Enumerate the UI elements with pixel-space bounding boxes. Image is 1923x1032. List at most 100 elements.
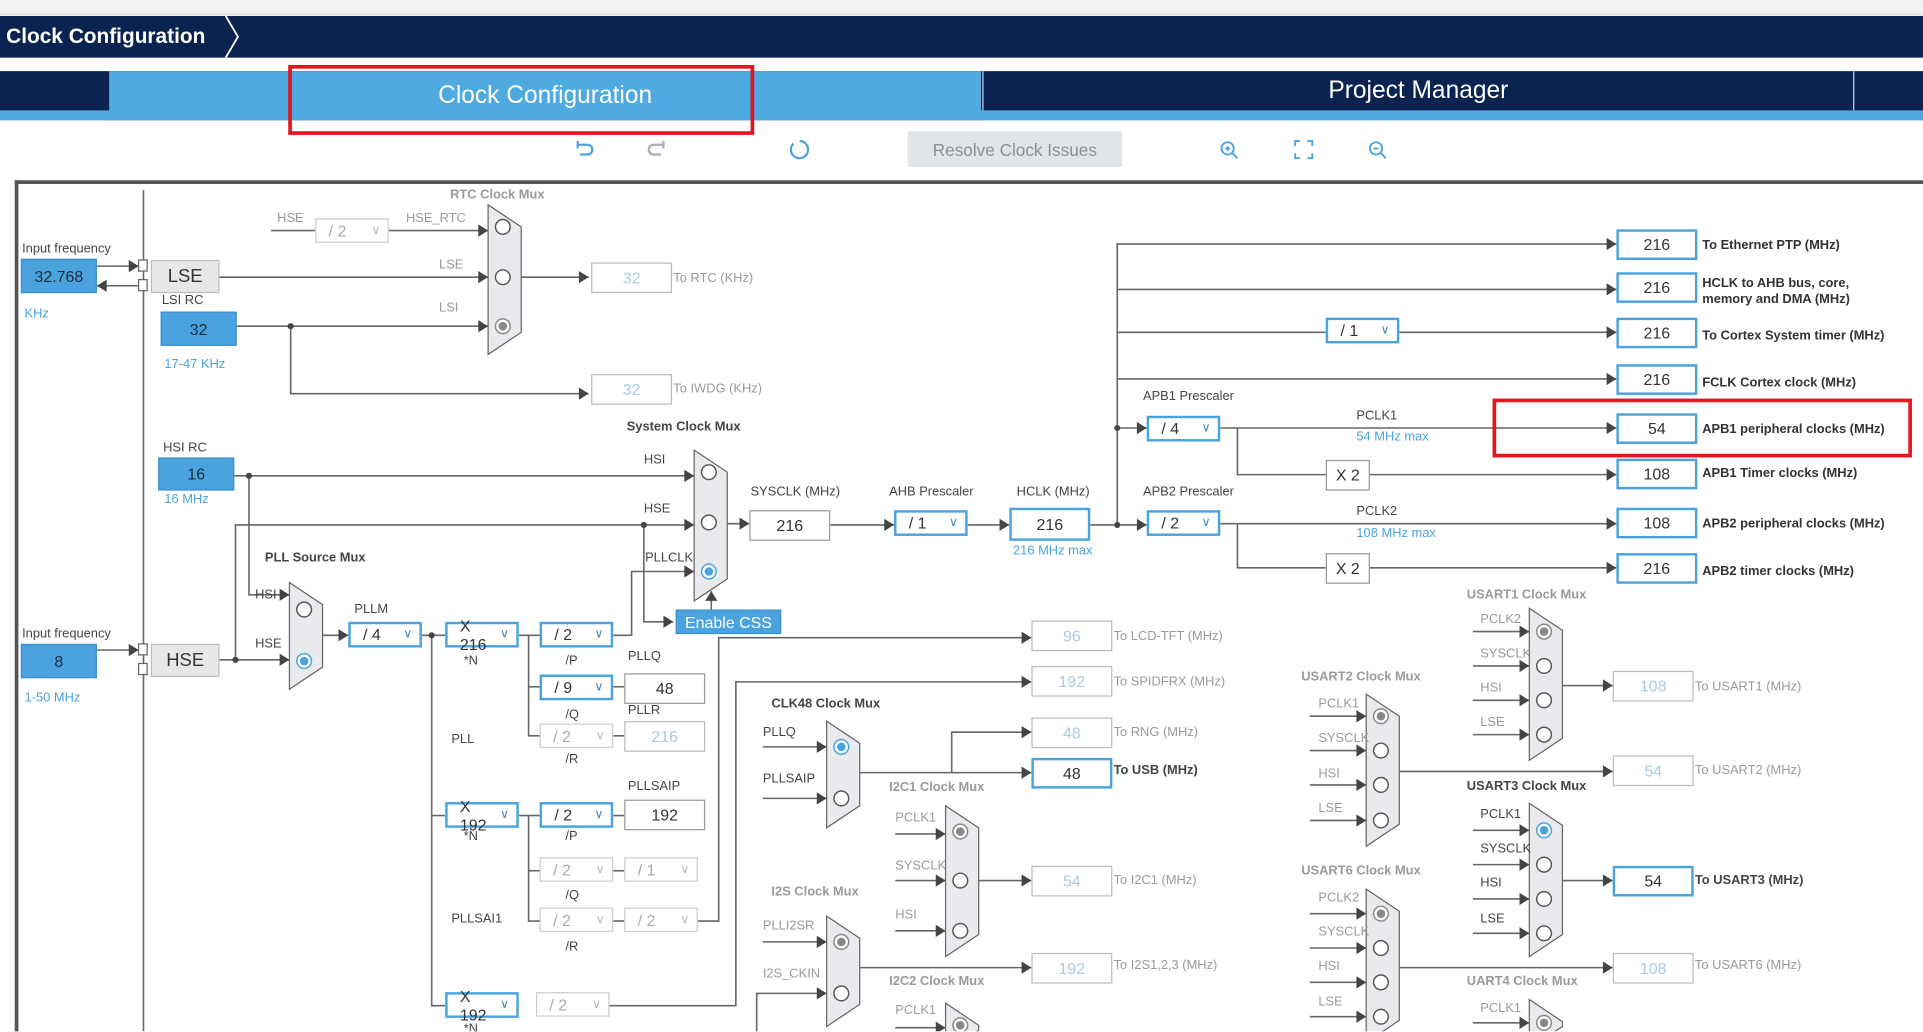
pllq-div-select[interactable]: / 9∨ [539,674,614,701]
i2c1-value-text: 54 [1063,871,1081,891]
fclk-value[interactable]: 216 [1616,364,1698,395]
usart2-clock-mux-radio-3[interactable] [1372,776,1390,793]
rtc-hse-label: HSE [277,210,304,226]
usart3-clock-mux-radio-4[interactable] [1535,925,1553,942]
q1-label: /Q [565,707,579,723]
hsi-rc-input[interactable]: 16 [158,457,235,491]
apb1-periph-value[interactable]: 54 [1616,413,1698,444]
pclk2-max-label: 108 MHz max [1356,526,1436,541]
fclk-value-text: 216 [1643,370,1671,389]
arrow-head [1356,814,1367,827]
pll-source-mux-radio-1[interactable] [296,601,313,618]
arrow-head [684,565,695,578]
arrow-head [684,469,695,482]
usart1-clock-mux-radio-3[interactable] [1535,692,1553,709]
apb1-label: APB1 Prescaler [1143,388,1234,404]
fit-screen-icon[interactable] [1291,137,1316,162]
apb1-timer-value[interactable]: 108 [1616,458,1698,490]
hse-input-input[interactable]: 8 [20,643,97,679]
apb2-timer-value[interactable]: 216 [1616,553,1698,584]
i2c1-clock-mux-radio-2[interactable] [952,872,969,889]
breadcrumb-clock-configuration[interactable]: Clock Configuration [6,24,206,48]
hclk-value[interactable]: 216 [1009,507,1091,541]
apb2-timer-label: APB2 timer clocks (MHz) [1702,564,1854,579]
zoom-out-icon[interactable] [1365,137,1390,162]
pllp-select[interactable]: / 2∨ [539,621,614,648]
system-clock-mux-radio-2[interactable] [700,514,717,531]
usart1-clock-mux-radio-4[interactable] [1535,726,1553,743]
arrow-head [1519,927,1530,940]
tab-clock-configuration[interactable]: Clock Configuration [109,71,982,121]
usart1-clock-mux-radio-2[interactable] [1535,657,1553,675]
usart6-clock-mux-radio-4[interactable] [1372,1008,1390,1025]
tab-project-manager[interactable]: Project Manager [982,71,1855,111]
usart6-clock-mux-radio-2[interactable] [1372,939,1390,957]
wire [755,992,827,1032]
redo-icon[interactable] [645,137,670,162]
sysclk-value-text: 216 [776,516,804,535]
pllsai-p-select[interactable]: / 2∨ [539,802,614,828]
undo-icon[interactable] [572,137,597,162]
rtc-clock-mux-radio-2[interactable] [494,269,511,286]
lsi-rc-input[interactable]: 32 [160,311,237,346]
ahb-select[interactable]: / 1∨ [894,510,968,536]
usart3-clock-mux-radio-3[interactable] [1535,890,1553,908]
hsi-freq-label: 16 MHz [164,491,209,507]
pllsaip-value[interactable]: 192 [624,799,706,831]
highlight-box-apb1-peripheral [1492,398,1912,458]
arrow-head [1606,421,1617,435]
usart6-clock-mux-radio-3[interactable] [1372,974,1390,991]
r1-label: /R [565,751,579,767]
i2s-clock-mux-radio-2[interactable] [833,985,850,1002]
usb-value[interactable]: 48 [1031,757,1113,789]
apb2-periph-value[interactable]: 108 [1616,507,1698,539]
clk48-clock-mux-radio-2[interactable] [833,790,850,807]
apb2-select[interactable]: / 2 ∨ [1146,510,1221,536]
enable-css-button-text: Enable CSS [685,612,772,631]
usart2-label: To USART2 (MHz) [1694,762,1802,778]
plli2s-n-select[interactable]: X 192∨ [445,987,519,1023]
usart3-clock-mux-radio-2[interactable] [1535,856,1553,873]
arrow-head [1606,326,1617,339]
enable-css-button[interactable]: Enable CSS [675,609,782,635]
pllm-select[interactable]: / 4∨ [348,621,422,648]
breadcrumb-bar [0,15,1923,58]
zoom-in-icon[interactable] [1217,137,1242,162]
rtc-clock-mux-radio-1[interactable] [494,218,511,235]
wire [697,636,1032,922]
clk48-mux-label: CLK48 Clock Mux [771,696,881,712]
apb1-select[interactable]: / 4∨ [1146,415,1221,442]
i2c1-hsi-label: HSI [895,907,917,923]
wire [1236,523,1326,569]
usart2-clock-mux-radio-4[interactable] [1372,812,1390,829]
lse-input-input[interactable]: 32.768 [20,258,97,294]
chevron-down-icon: ∨ [1201,516,1211,530]
wire [643,524,674,623]
eth-value[interactable]: 216 [1616,229,1698,260]
x2-apb2-value[interactable]: X 2 [1325,553,1370,584]
wire [609,681,1032,1007]
sys-hse-label: HSE [643,501,671,517]
spdifrx-label: To SPIDFRX (MHz) [1113,674,1226,690]
cortex-timer-value[interactable]: 216 [1616,317,1698,349]
usart3-value[interactable]: 54 [1612,865,1694,897]
sysclk-value[interactable]: 216 [749,510,831,541]
resolve-clock-issues-button[interactable]: Resolve Clock Issues [907,131,1123,167]
n1-label: *N [463,653,478,669]
systick-div-select[interactable]: / 1∨ [1325,317,1400,344]
i2c1-clock-mux-radio-3[interactable] [952,922,969,939]
usart2-clock-mux-radio-2[interactable] [1372,742,1390,759]
p2-label: /P [565,829,578,844]
pllsai-n-select[interactable]: X 192∨ [445,797,519,833]
plln-select[interactable]: X 216∨ [445,616,519,653]
refresh-icon[interactable] [787,137,812,162]
x2-apb1-value[interactable]: X 2 [1325,459,1370,491]
clk48-pllsaip-label: PLLSAIP [762,771,816,787]
hclk-ahb-value[interactable]: 216 [1616,272,1698,303]
u3-pclk1-label: PCLK1 [1480,806,1522,822]
system-clock-mux-radio-1[interactable] [700,464,717,481]
apb2-select-text: / 2 [1161,513,1180,533]
spdifrx-value-text: 192 [1058,672,1086,691]
pllq-value[interactable]: 48 [624,673,706,704]
i2c1-value: 54 [1031,865,1113,897]
